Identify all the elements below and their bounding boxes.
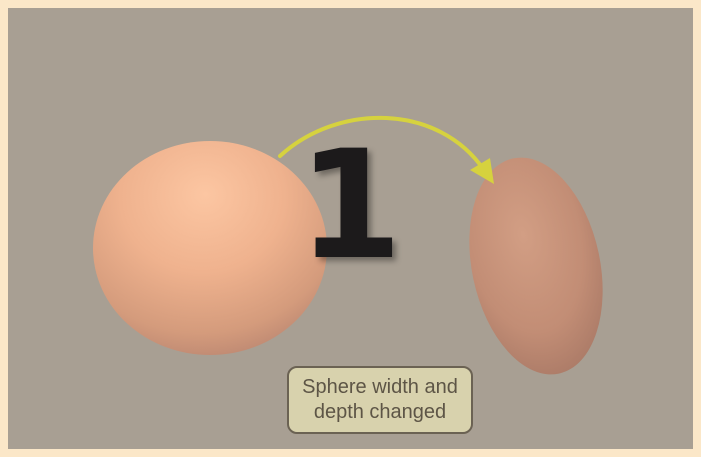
arrow-head — [470, 158, 494, 184]
illustration-canvas — [93, 115, 603, 375]
caption-line-2: depth changed — [313, 401, 447, 423]
caption-line-1: Sphere width and — [302, 376, 458, 398]
transformed-ellipsoid — [469, 157, 603, 375]
caption-box: Sphere width and depth changed — [287, 366, 473, 434]
illustration-panel: 1 Sphere width and depth changed — [8, 8, 693, 449]
original-sphere — [93, 141, 327, 355]
transform-arrow — [278, 115, 486, 172]
step-number: 1 — [298, 119, 402, 293]
